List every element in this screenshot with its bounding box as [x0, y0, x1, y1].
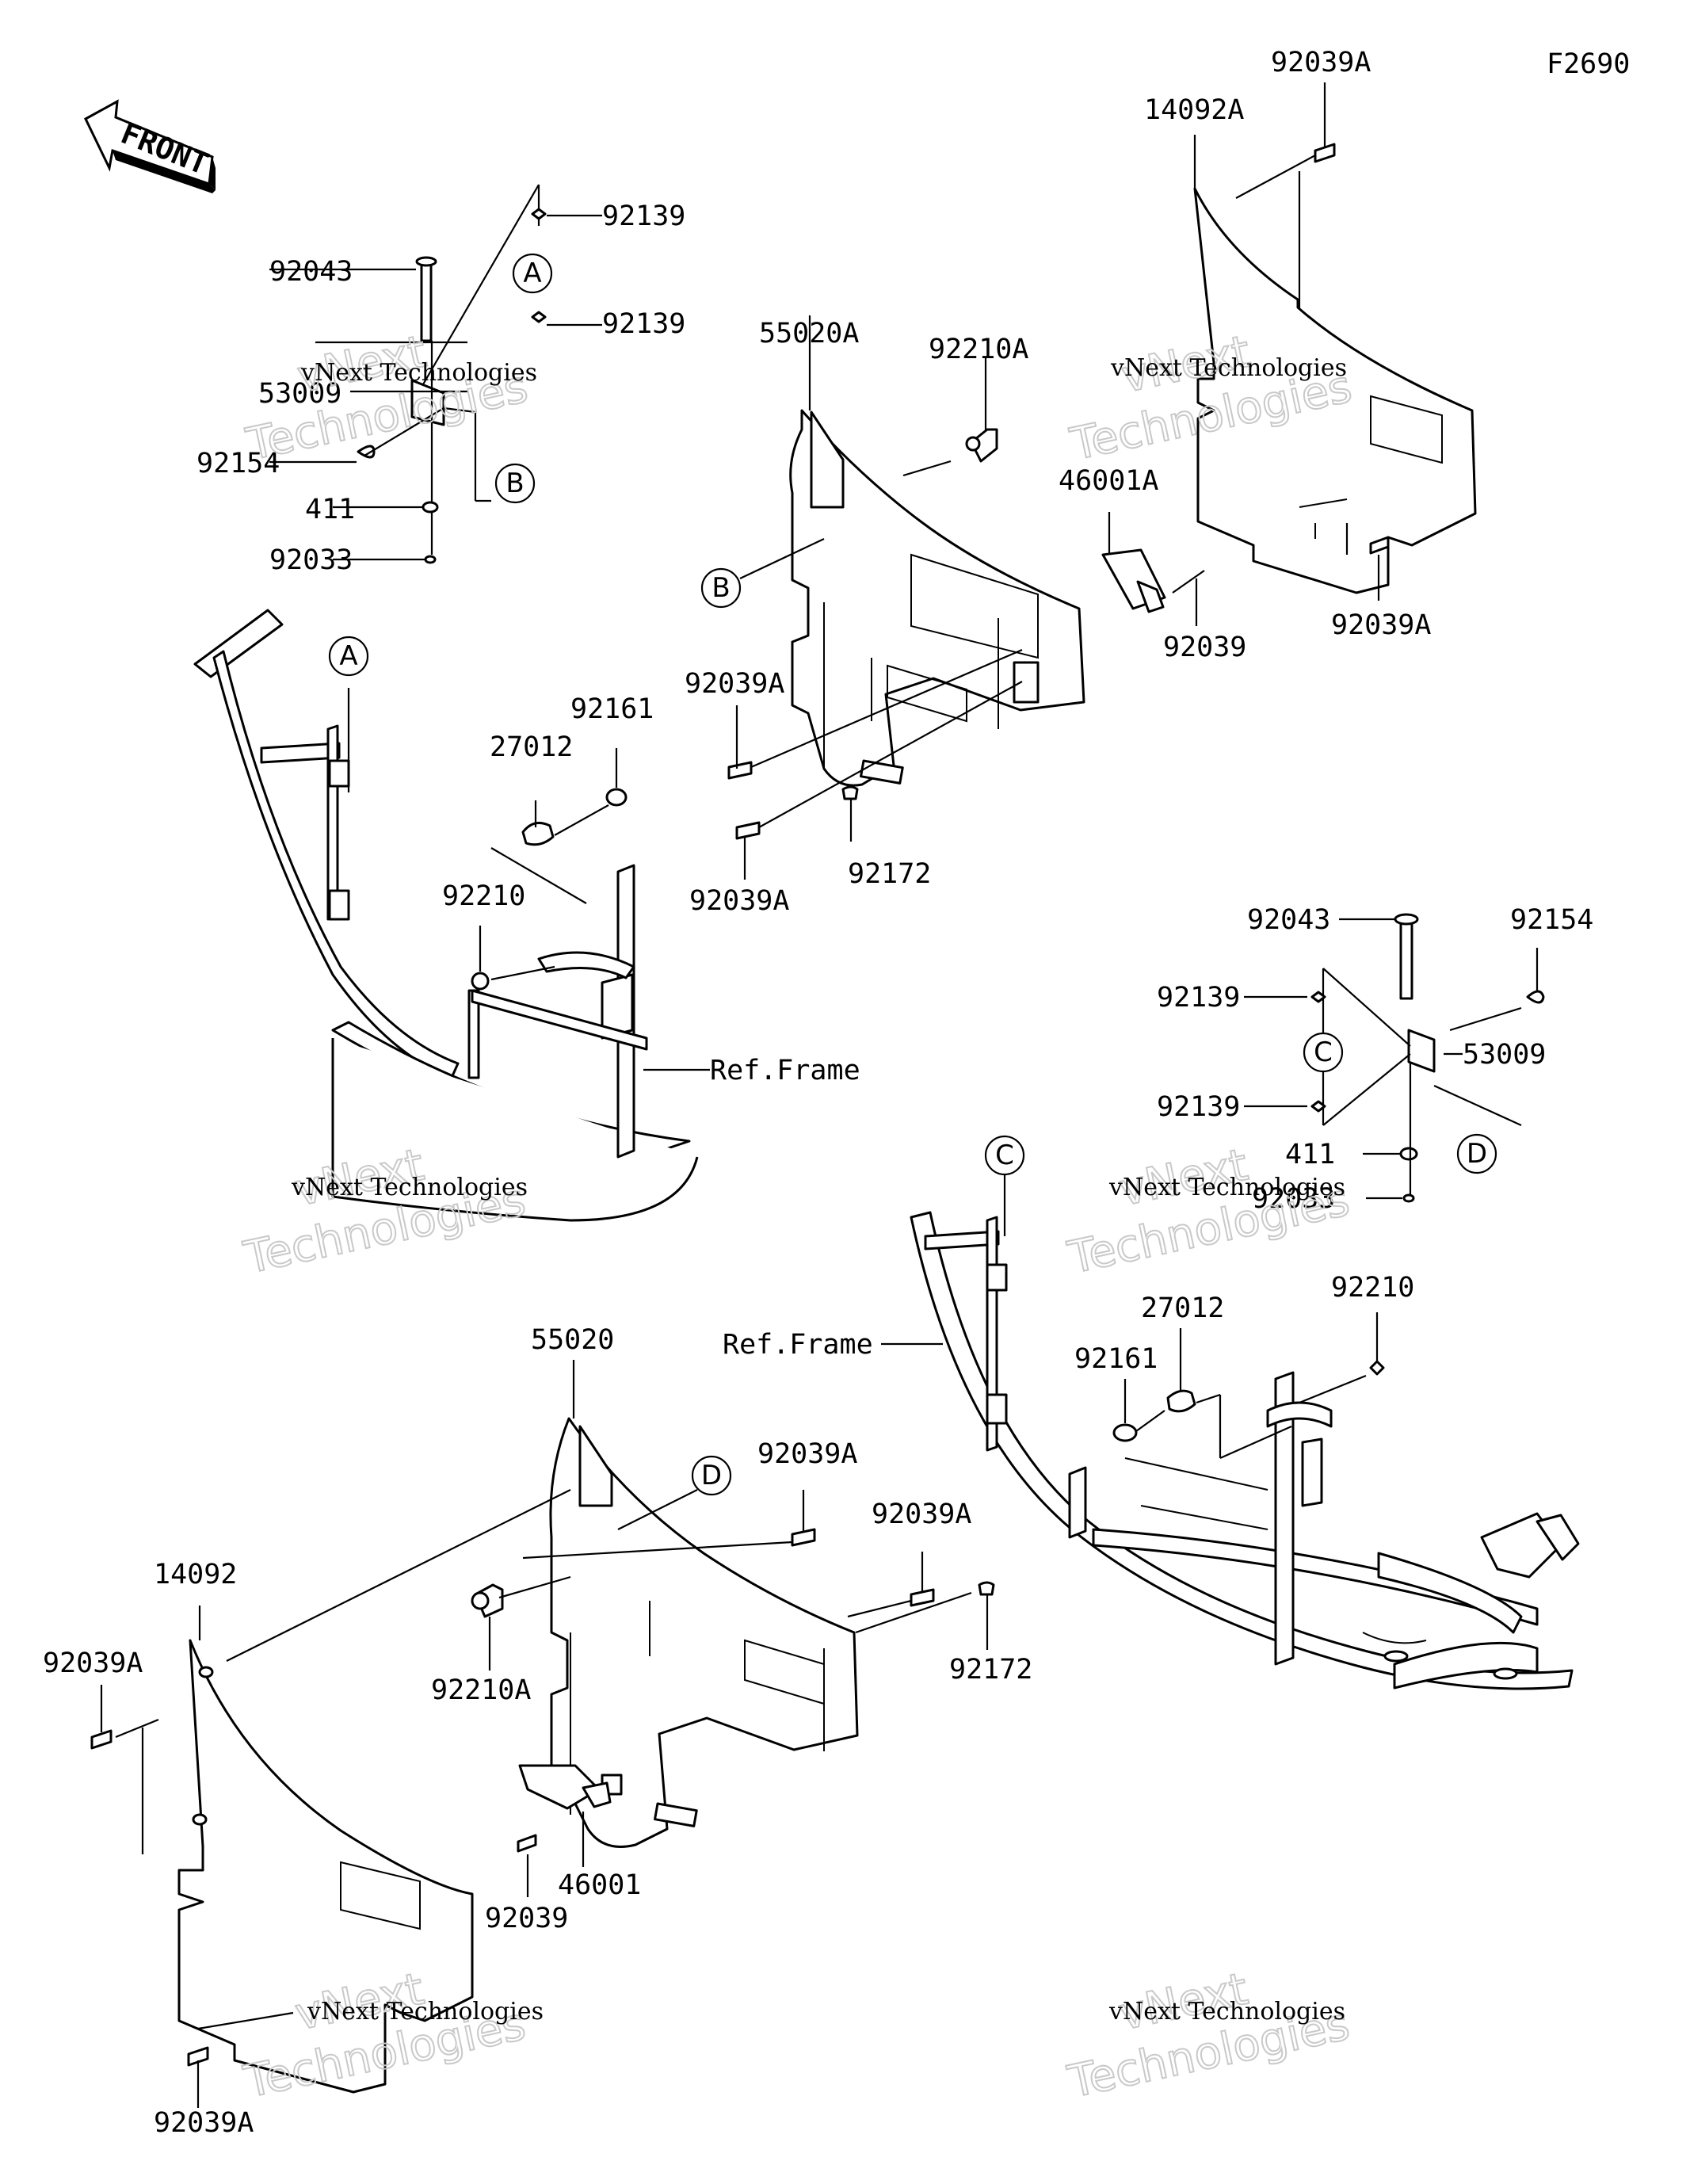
label-53009-left: 53009 — [258, 378, 341, 410]
label-92039A-top: 92039A — [1271, 47, 1371, 78]
ref-frame-label-right: Ref.Frame — [723, 1329, 873, 1361]
svg-text:C: C — [1314, 1037, 1333, 1068]
callout-b-left: B — [494, 463, 536, 504]
label-92033-left: 92033 — [269, 544, 353, 576]
label-92039A-lower-b: 92039A — [872, 1499, 971, 1530]
figure-code: F2690 — [1547, 48, 1630, 80]
label-92039A-lower-a: 92039A — [757, 1438, 857, 1470]
callout-a-top: A — [512, 253, 553, 294]
right-latch-parts — [1112, 1312, 1385, 1460]
label-411-left: 411 — [305, 494, 355, 525]
watermark-text-3: vNext Technologies — [291, 1174, 528, 1201]
label-92139-left: 92139 — [602, 308, 685, 340]
label-46001: 46001 — [558, 1869, 641, 1901]
svg-text:C: C — [995, 1140, 1014, 1171]
latch-46001A — [1101, 548, 1166, 613]
label-92172-lower: 92172 — [949, 1654, 1032, 1686]
label-92033-right: 92033 — [1252, 1183, 1335, 1215]
label-27012-left: 27012 — [490, 731, 573, 763]
watermark-6: vNext Technologies — [1062, 1963, 1354, 2110]
rivet-92039A-left — [90, 1729, 113, 1750]
label-92139-right-a: 92139 — [1157, 982, 1240, 1014]
label-92161-right: 92161 — [1074, 1343, 1158, 1375]
label-92210-left: 92210 — [442, 880, 525, 912]
label-92154-right: 92154 — [1510, 904, 1593, 936]
rivet-92039-lower — [517, 1834, 537, 1853]
rivet-92039A-right — [1369, 536, 1390, 555]
trim-panel-14092 — [177, 1639, 474, 2094]
watermark-text-2: vNext Technologies — [1110, 354, 1347, 382]
label-92039A-bottom: 92039A — [154, 2107, 254, 2139]
callout-d-hinge: D — [1456, 1133, 1497, 1174]
label-92039A-center-b: 92039A — [689, 885, 789, 917]
label-92043-right: 92043 — [1247, 904, 1330, 936]
callout-a-frame: A — [328, 636, 369, 677]
label-53009-right: 53009 — [1463, 1039, 1546, 1071]
right-hinge-assembly — [1244, 913, 1545, 1203]
label-55020A: 55020A — [759, 318, 859, 349]
rivet-92039A-bottom — [187, 2046, 209, 2067]
label-46001A: 46001A — [1059, 465, 1158, 497]
label-92172-top: 92172 — [848, 858, 931, 890]
svg-text:A: A — [523, 258, 541, 289]
rivets-lower-door — [522, 1490, 995, 1650]
svg-text:B: B — [711, 572, 730, 604]
svg-text:A: A — [339, 640, 357, 672]
svg-text:D: D — [1467, 1138, 1487, 1170]
label-92039-top: 92039 — [1163, 632, 1246, 663]
bushing-92210A — [965, 428, 998, 463]
svg-text:D: D — [701, 1460, 722, 1491]
front-arrow-icon: FRONT — [84, 99, 216, 193]
door-panel-55020A — [789, 409, 1085, 787]
left-frame-tube — [193, 609, 699, 1222]
label-92039-lower: 92039 — [485, 1903, 568, 1934]
label-92210A-lower: 92210A — [431, 1674, 531, 1706]
watermark-text-6: vNext Technologies — [1108, 1998, 1345, 2026]
rivet-92039A-top — [1314, 143, 1336, 163]
bushing-92210A-lower — [471, 1583, 504, 1618]
right-frame-tube — [910, 1211, 1580, 1690]
label-14092A: 14092A — [1144, 94, 1244, 126]
label-92039A-right: 92039A — [1331, 609, 1431, 641]
callout-b-door: B — [700, 567, 742, 609]
label-92039A-center-a: 92039A — [685, 668, 784, 700]
label-92210A-top: 92210A — [929, 334, 1028, 365]
callout-c-frame: C — [984, 1135, 1025, 1176]
label-92161-left: 92161 — [570, 693, 654, 725]
trim-panel-14092A — [1193, 187, 1477, 594]
left-latch-parts — [471, 748, 628, 991]
label-92039A-left: 92039A — [43, 1648, 143, 1679]
latch-46001 — [518, 1764, 612, 1810]
ref-frame-label-left: Ref.Frame — [710, 1055, 860, 1086]
watermark-text-1: vNext Technologies — [300, 359, 537, 387]
rivets-upper-center — [727, 648, 1023, 880]
label-92139-right-b: 92139 — [1157, 1091, 1240, 1123]
label-92210-right: 92210 — [1331, 1272, 1414, 1304]
watermark-text-5: vNext Technologies — [307, 1998, 544, 2026]
watermark-text-4: vNext Technologies — [1108, 1174, 1345, 1201]
callout-c-hinge: C — [1303, 1032, 1344, 1073]
label-411-right: 411 — [1285, 1139, 1335, 1170]
label-27012-right: 27012 — [1141, 1292, 1224, 1324]
upper-left-hinge-assembly — [269, 184, 602, 564]
svg-text:B: B — [505, 468, 524, 499]
label-55020: 55020 — [531, 1324, 614, 1356]
label-92043-left: 92043 — [269, 256, 353, 288]
label-92154-left: 92154 — [196, 448, 280, 479]
label-92139-top: 92139 — [602, 200, 685, 232]
callout-d-door: D — [691, 1455, 732, 1496]
label-14092: 14092 — [154, 1559, 237, 1590]
